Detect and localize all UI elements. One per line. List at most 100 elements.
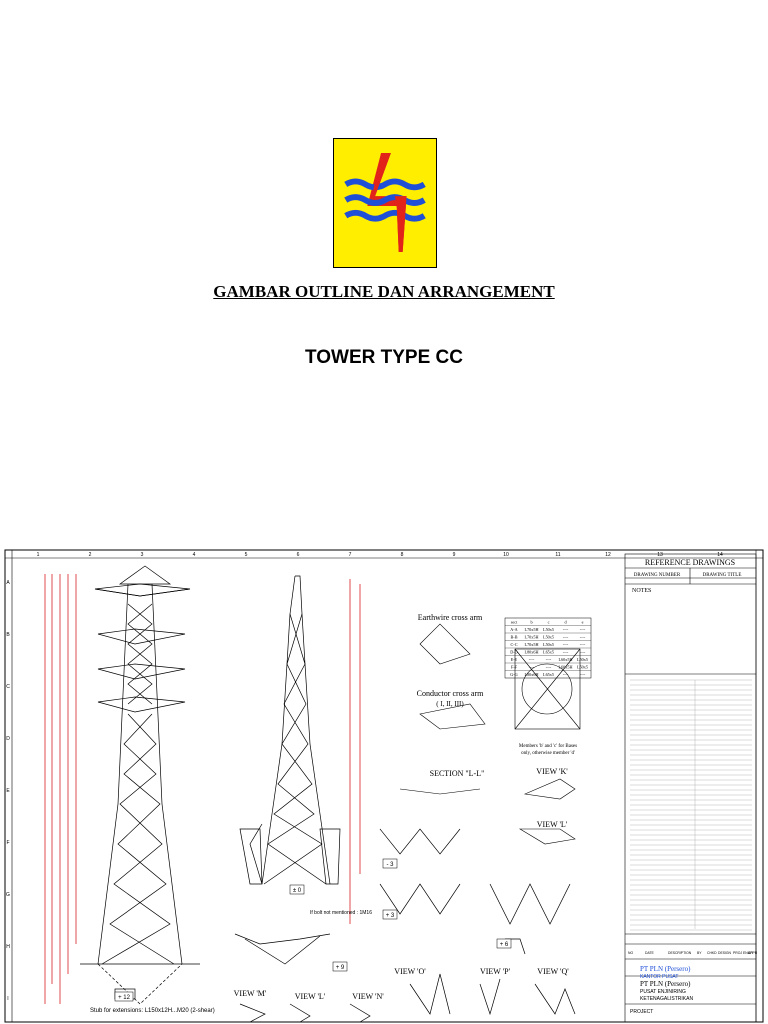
row-letter-H: H (6, 944, 10, 950)
row-letter-A: A (6, 580, 10, 586)
base-views (234, 828, 576, 1023)
row-letter-C: C (6, 684, 10, 690)
conductor-cross-arm-sub: ( I, II, III) (436, 700, 464, 708)
member-table-cell: A-A (510, 627, 517, 632)
row-letter-F: F (6, 840, 9, 846)
pln-logo (333, 138, 437, 268)
drawing-title-header: DRAWING TITLE (703, 573, 742, 578)
extension-label-plus-12: + 12 (118, 995, 131, 1001)
member-table-header: c (548, 620, 550, 625)
member-table-cell: E-E (511, 657, 518, 662)
member-table-cell: ---- (563, 672, 569, 677)
column-number-11: 11 (555, 552, 560, 558)
member-table-cell: L70x5H (525, 635, 539, 640)
company-name: PT PLN (Persero) (640, 965, 691, 973)
extension-label-plus-9: + 9 (336, 965, 345, 971)
company-name-2: PT PLN (Persero) (640, 980, 691, 988)
member-table-cell: L80x6H (525, 672, 539, 677)
member-table-header: e (582, 620, 584, 625)
member-table-cell: L60x5H (559, 657, 573, 662)
member-table-cell: G-G (510, 672, 517, 677)
bolt-note: If bolt not mentioned : 1M16 (310, 910, 372, 916)
member-table-cell: L65x5 (543, 650, 554, 655)
member-table-cell: F-F (511, 665, 518, 670)
revision-column-header: DATE (645, 951, 655, 955)
extension-label-minus-3: - 3 (386, 862, 394, 868)
member-table-cell: ---- (563, 642, 569, 647)
tower-type-title: TOWER TYPE CC (305, 347, 463, 368)
view-k-label: VIEW 'K' (536, 767, 568, 776)
members-note-1: Members 'b' and 'c' for Bases (519, 744, 577, 749)
row-letter-D: D (6, 736, 10, 742)
member-table-cell: ---- (580, 642, 586, 647)
member-table-cell: L70x5H (525, 642, 539, 647)
extension-label-plus-3: + 3 (386, 913, 395, 919)
project-label: PROJECT (630, 1009, 653, 1015)
column-number-6: 6 (297, 552, 300, 558)
section-ll-label: SECTION "L-L" (430, 769, 485, 778)
revision-column-header: DESIGN (718, 951, 732, 955)
view-n-label: VIEW 'N' (352, 992, 384, 1001)
view-o-label: VIEW 'O' (394, 967, 426, 976)
view-l-top-label: VIEW 'L' (537, 820, 568, 829)
column-number-3: 3 (141, 552, 144, 558)
column-number-2: 2 (89, 552, 92, 558)
member-table-cell: ---- (546, 665, 552, 670)
member-table-header: sect (511, 620, 518, 625)
view-l-label: VIEW 'L' (295, 992, 326, 1001)
member-table-cell: ---- (563, 627, 569, 632)
member-table-cell: L70x5H (525, 627, 539, 632)
column-number-7: 7 (349, 552, 352, 558)
member-table-cell: D-D (510, 650, 517, 655)
member-table-cell: ---- (563, 635, 569, 640)
member-table-cell: C-C (511, 642, 518, 647)
member-table-cell: B-B (511, 635, 518, 640)
member-table-cell: ---- (580, 672, 586, 677)
member-table-cell: L65x5 (543, 672, 554, 677)
column-number-5: 5 (245, 552, 248, 558)
member-table-cell: L50x5 (543, 635, 554, 640)
column-number-4: 4 (193, 552, 196, 558)
reference-drawings-heading: REFERENCE DRAWINGS (645, 558, 735, 567)
revision-column-header: APPR (748, 951, 758, 955)
main-tower-elevation (44, 565, 200, 1005)
row-letter-G: G (6, 892, 10, 898)
view-q-label: VIEW 'Q' (537, 967, 569, 976)
extension-label-plus-6: + 6 (500, 942, 509, 948)
column-number-8: 8 (401, 552, 404, 558)
column-number-1: 1 (37, 552, 40, 558)
notes-heading: NOTES (632, 588, 651, 594)
view-p-label: VIEW 'P' (480, 967, 511, 976)
engineering-unit: PUSAT ENJINIRING (640, 989, 686, 995)
conductor-cross-arm-label: Conductor cross arm (417, 689, 484, 698)
engineering-division: KETENAGALISTRIKAN (640, 996, 693, 1002)
column-number-14: 14 (717, 552, 723, 558)
company-office: KANTOR PUSAT (640, 974, 678, 980)
extension-label-zero: ± 0 (293, 888, 302, 894)
revision-column-header: BY (697, 951, 702, 955)
earthwire-cross-arm-label: Earthwire cross arm (418, 613, 483, 622)
pln-lightning-logo-icon (334, 139, 436, 267)
row-letter-E: E (6, 788, 10, 794)
member-table-cell: L50x5 (543, 627, 554, 632)
member-table-cell: ---- (580, 650, 586, 655)
revision-column-header: NO (628, 951, 633, 955)
member-table-cell: ---- (580, 635, 586, 640)
revision-column-header: PROJ ENGR (733, 951, 753, 955)
revision-column-header: DESCRIPTION (668, 951, 692, 955)
tower-body-elevation (239, 575, 361, 924)
revision-column-header: CHKD (707, 951, 717, 955)
member-table-header: d (564, 620, 567, 625)
member-table-cell: L80x6H (525, 650, 539, 655)
column-number-9: 9 (453, 552, 456, 558)
row-letter-I: I (7, 996, 8, 1002)
members-note-2: only, otherwise member 'd' (521, 751, 575, 756)
title-block (624, 553, 757, 1023)
member-cross-section-table: sect b c d eA-A L70x5H L50x5 ---- ---- B-B L70x5H L… (504, 617, 592, 679)
member-table-header: b (530, 620, 532, 625)
stub-note: Stub for extensions: L150x12H...M20 (2-s… (90, 1008, 215, 1014)
member-table-cell: ---- (546, 657, 552, 662)
member-table-cell: ---- (563, 650, 569, 655)
member-table-cell: ---- (529, 665, 535, 670)
